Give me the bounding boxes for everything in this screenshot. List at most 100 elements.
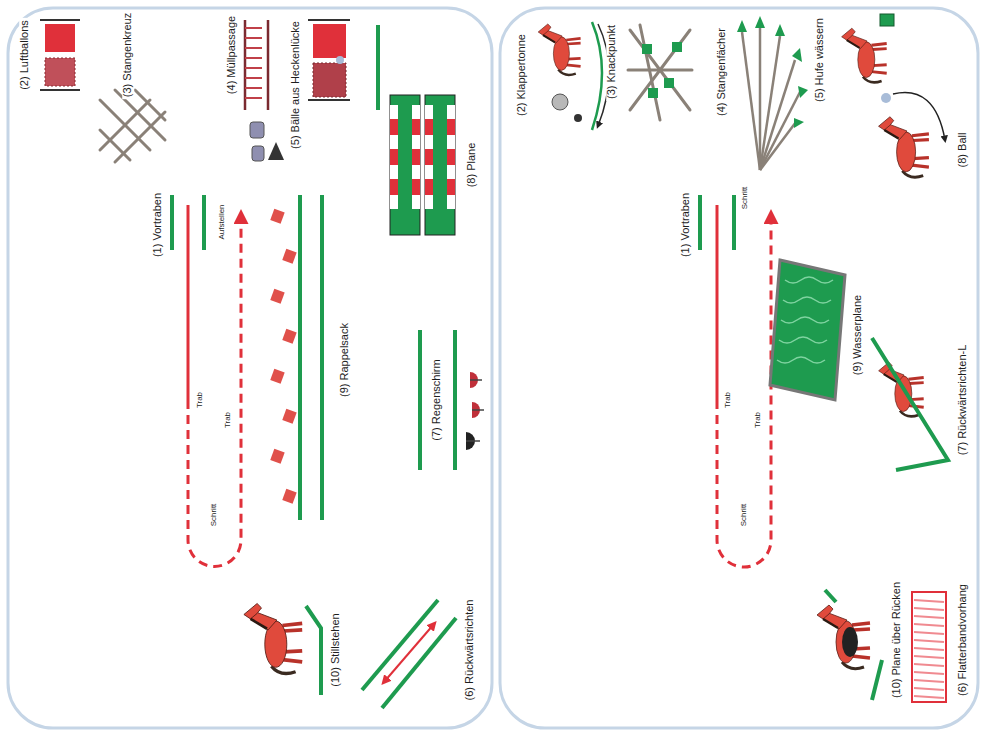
rattle-bag-lane (270, 195, 322, 520)
hedge-gap-balls (313, 24, 346, 58)
ball-station (879, 92, 945, 177)
rattle-bag-lane (282, 489, 296, 504)
hedge-gap-balls (308, 20, 378, 110)
rattle-barrel-station (538, 24, 580, 75)
back-up-lane (382, 618, 456, 708)
pole-fan (760, 122, 796, 170)
tarp-over-back-station (872, 660, 882, 700)
station-label: (9) Wasserplane (852, 293, 864, 377)
water-tarp (770, 260, 845, 400)
ribbon-curtain (912, 592, 946, 702)
station-label: (1) Vortraben (680, 191, 692, 259)
pole-fan (798, 86, 808, 98)
knack-point-poles (672, 42, 682, 52)
trash-passage (267, 20, 270, 110)
back-up-l-station (872, 338, 948, 470)
trash-passage (245, 20, 284, 161)
rattle-bag-lane (298, 195, 302, 520)
route-arrow (716, 205, 719, 400)
water-hooves-station (880, 14, 894, 26)
back-up-lane (362, 600, 456, 708)
back-up-lane (362, 600, 438, 690)
rattle-bag-lane (282, 249, 296, 264)
pole-fan (737, 20, 747, 32)
station-label: (5) Bälle aus Heckenlücke (290, 19, 302, 151)
balloon-station (45, 58, 75, 86)
route-arrow (188, 205, 241, 566)
pole-fan (760, 60, 795, 170)
route-arrow (717, 215, 771, 567)
station-label: (7) Rückwärtsrichten-L (957, 343, 969, 458)
balloon-station (40, 20, 80, 90)
pole-fan (755, 16, 765, 28)
pole-fan (737, 16, 808, 170)
route-arrow (187, 205, 190, 400)
gait-label: Schritt (740, 502, 748, 529)
ribbon-curtain (914, 600, 944, 698)
knack-point-poles (642, 44, 652, 54)
rattle-barrel-station (574, 114, 582, 122)
rattle-bag-lane (270, 289, 284, 304)
gait-label: Trab (724, 390, 732, 410)
station-label: (1) Vortraben (152, 191, 164, 259)
stand-still-station (244, 604, 321, 696)
pole-fan (742, 32, 760, 170)
knack-point-poles (628, 25, 692, 120)
water-hooves-station (842, 28, 887, 82)
rattle-bag-lane (270, 369, 284, 384)
pole-fan (742, 28, 800, 170)
trot-bars (170, 195, 174, 250)
track-loop (8, 8, 978, 728)
pole-cross (115, 112, 165, 162)
back-up-l-station (872, 338, 948, 470)
hedge-gap-balls (336, 56, 344, 64)
station-label: (4) Müllpassage (226, 14, 238, 96)
trash-passage (268, 142, 284, 160)
rattle-bag-lane (320, 195, 324, 520)
umbrella-lane (470, 379, 482, 381)
umbrella-lane (420, 330, 484, 470)
umbrella-lane (418, 330, 422, 470)
hedge-gap-balls (308, 99, 350, 101)
balloon-station (40, 19, 80, 21)
gait-label: Schritt (210, 502, 218, 529)
pole-fan (760, 92, 800, 170)
knack-point-poles (664, 78, 674, 88)
balloon-station (40, 89, 80, 91)
trash-passage (245, 28, 262, 98)
station-label: (8) Plane (466, 141, 478, 190)
pole-fan (792, 48, 802, 62)
trot-bars (732, 195, 736, 250)
hedge-gap-balls (308, 19, 350, 21)
hedge-gap-balls (313, 63, 346, 97)
gait-label: Aufstellen (218, 202, 226, 241)
tarp-station (390, 119, 455, 195)
trot-bars (202, 195, 206, 250)
track-loop (500, 8, 978, 728)
tarp-over-back-station (825, 590, 836, 602)
gait-label: Trab (196, 390, 204, 410)
station-label: (10) Plane über Rücken (891, 580, 903, 700)
gait-label: Schritt (741, 185, 749, 212)
rattle-bag-lane (282, 329, 296, 344)
tarp-over-back-station (842, 627, 858, 657)
tarp-station (390, 105, 455, 209)
station-label: (10) Stillstehen (330, 611, 342, 688)
pole-cross (100, 100, 150, 150)
station-label: (6) Flatterbandvorhang (957, 582, 969, 698)
trash-passage (244, 20, 247, 110)
trash-passage (252, 146, 264, 161)
pole-cross (100, 100, 150, 150)
route-arrow (717, 205, 771, 567)
pole-fan (759, 28, 762, 170)
station-label: (3) Stangenkreuz (122, 11, 134, 99)
rattle-bag-lane (282, 409, 296, 424)
stand-still-station (244, 604, 302, 674)
track-loop (8, 8, 492, 728)
ball-station (881, 93, 891, 103)
knack-point-poles (640, 25, 660, 120)
tarp-station (390, 95, 455, 235)
balloon-station (45, 24, 75, 52)
station-label: (2) Klappertonne (516, 32, 528, 118)
